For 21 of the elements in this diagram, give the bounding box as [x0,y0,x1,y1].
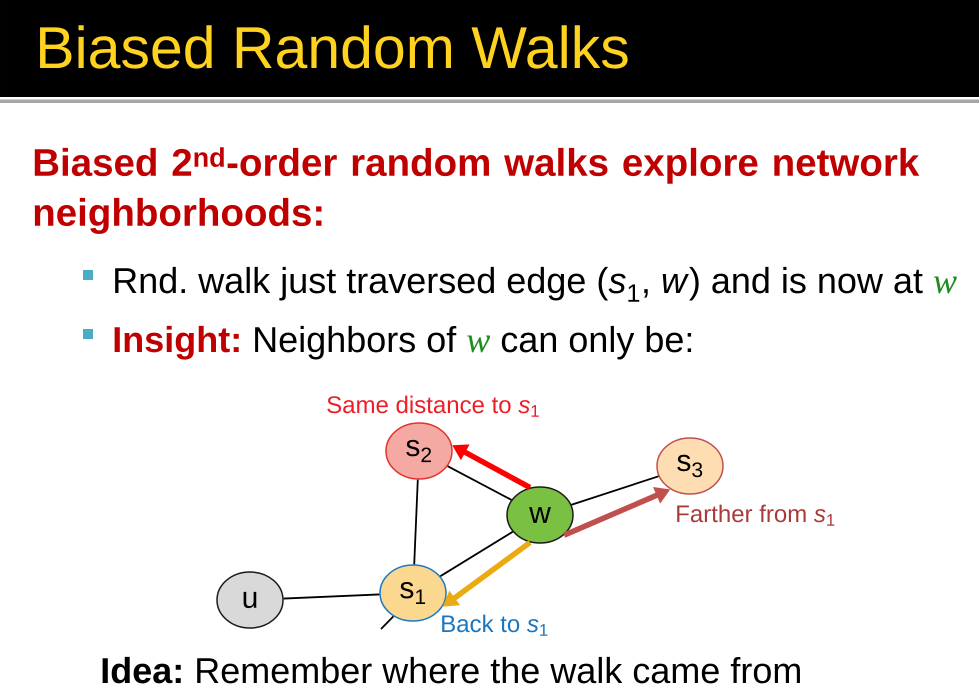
text-line: Idea: Remember where the walk came from [102,656,800,684]
label: can only be: [502,326,692,360]
graph-node: w [506,486,574,544]
edge-line [413,480,419,564]
text-line: Rnd. walk just traversed edge (s$_{1}$, w) and is now at w [115,266,957,302]
edge-line [447,465,512,501]
edge-line [284,594,380,600]
text-line: Insight: Neighbors of w can only be: [114,326,692,360]
heading: Biased 2$^{nd}$-order random walks explore network neighborhoods: [34,147,920,234]
title: Biased Random Walks [40,25,628,69]
label: Insight: [114,326,239,360]
graph-node: u [216,571,284,629]
annotation: Same distance to s$_{1}$ [327,396,539,417]
annotation: Farther from s$_{1}$ [677,504,834,526]
edge-line [571,475,659,506]
edge-line [380,616,394,630]
label: w [467,335,490,352]
label: Neighbors of [255,326,456,360]
graph-node: s$_{3}$ [656,437,724,495]
edge-line [440,531,514,577]
graph-node: s$_{2}$ [385,422,453,480]
